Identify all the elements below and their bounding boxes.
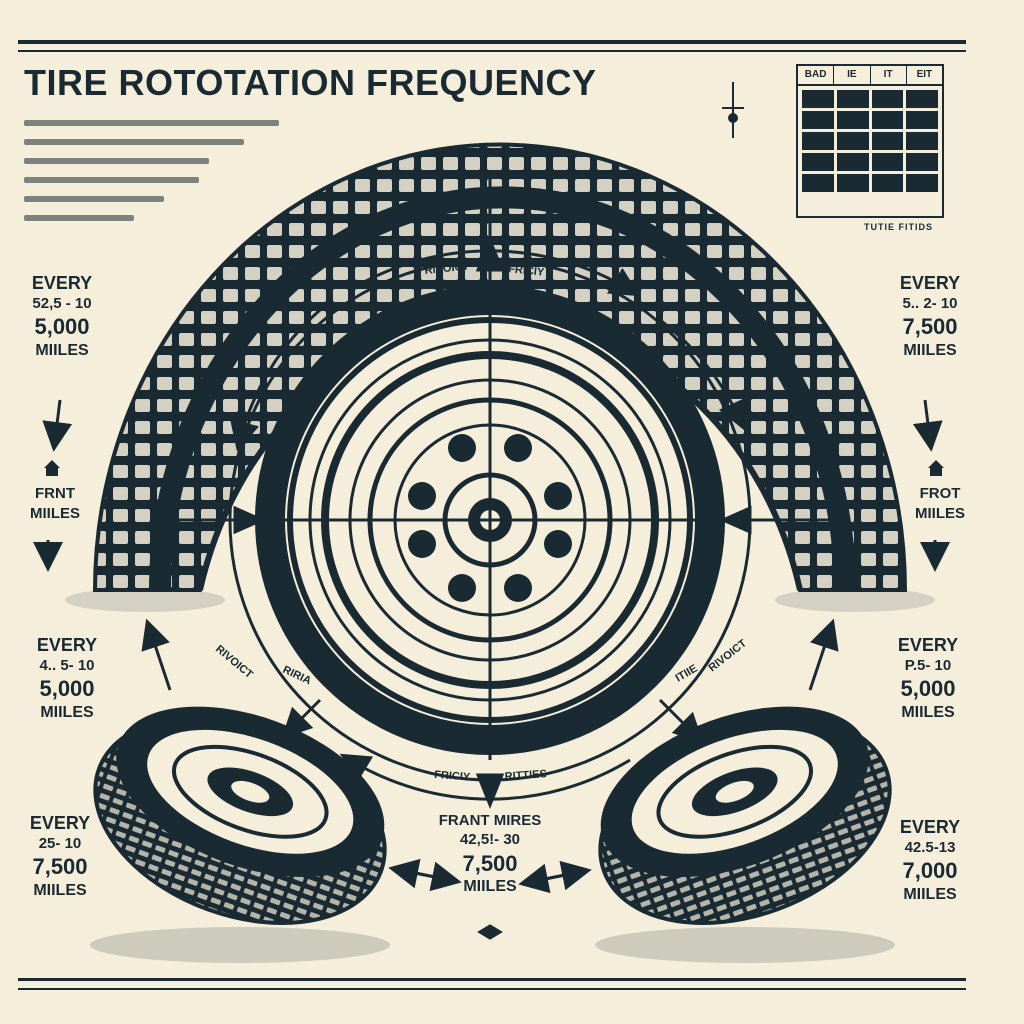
side-label-left: FRNT MIILES [29, 485, 80, 522]
side-arrows [33, 399, 950, 691]
crosshair [150, 178, 835, 810]
house-icon [44, 460, 944, 476]
interval-bottom-center: FRANT MIRES 42,5!- 30 7,500 MIILES [438, 812, 542, 895]
interval-mid-left: EVERY 4.. 5- 10 5,000 MIILES [36, 635, 98, 721]
bottom-rule-thin [18, 988, 966, 990]
arc-label: FRICIY [508, 263, 546, 279]
interval-top-right: EVERY 5.. 2- 10 7,500 MIILES [899, 273, 961, 359]
table-header: IE [834, 66, 871, 84]
arc-label: RIVOICT [424, 260, 470, 277]
tire-bottom-left [89, 706, 390, 963]
arc-label: RITTIES [504, 768, 547, 783]
top-rule [18, 40, 966, 44]
intro-text-block [24, 120, 294, 234]
table-header: EIT [916, 69, 933, 80]
bottom-rule [18, 978, 966, 981]
frequency-table: BAD IE IT EIT [796, 64, 944, 218]
table-header: IT [871, 66, 907, 84]
tire-bottom-right [595, 706, 895, 963]
table-grid [798, 86, 942, 196]
side-label-right: FROT MIILES [914, 485, 965, 522]
scale-marker [722, 82, 744, 138]
interval-bottom-right: EVERY 42.5-13 7,000 MIILES [899, 817, 961, 903]
interval-mid-right: EVERY P.5- 10 5,000 MIILES [897, 635, 959, 721]
top-rule-thin [18, 50, 966, 52]
table-caption: TUTIE FITIDS [864, 222, 933, 232]
arc-label: FRICIY [434, 769, 471, 784]
interval-top-left: EVERY 52,5 - 10 5,000 MIILES [31, 273, 93, 359]
table-header: BAD [798, 66, 835, 84]
interval-bottom-left: EVERY 25- 10 7,500 MIILES [29, 813, 91, 899]
arc-label: RIVOICT [213, 643, 255, 681]
page-title: TIRE ROTOTATION FREQUENCY [24, 62, 597, 103]
tire-arrows [281, 698, 704, 940]
